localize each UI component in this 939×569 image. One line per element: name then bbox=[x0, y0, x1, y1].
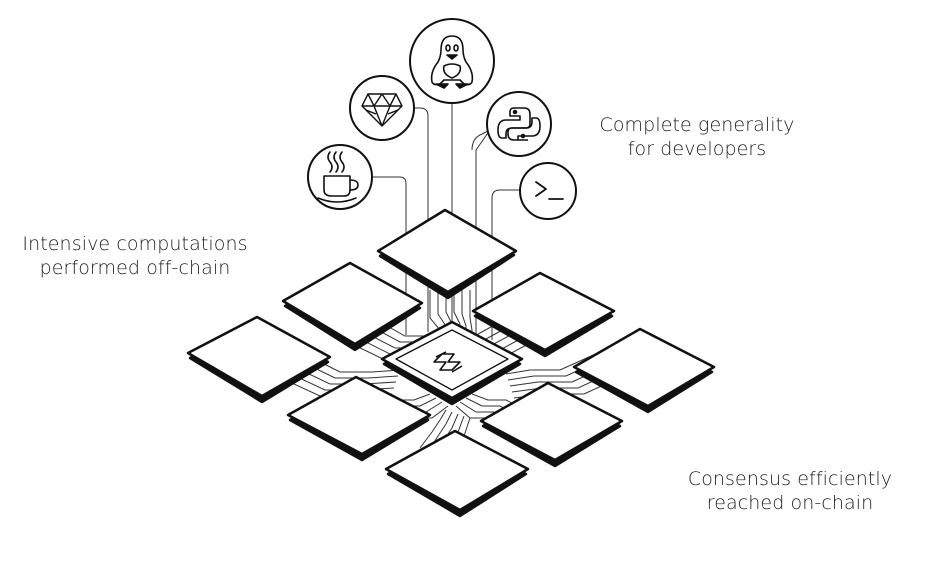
caption-line: Complete generality bbox=[599, 114, 795, 136]
tile-lower-right bbox=[479, 381, 624, 468]
caption-line: Consensus efficiently bbox=[687, 468, 893, 490]
tile-top bbox=[376, 208, 518, 300]
caption-line: performed off-chain bbox=[39, 257, 231, 279]
caption-onchain-consensus: Consensus efficiently reached on-chain bbox=[672, 467, 908, 515]
ruby-gem-icon bbox=[361, 93, 403, 127]
caption-offchain-computation: Intensive computations performed off-cha… bbox=[4, 232, 266, 280]
java-coffee-icon bbox=[317, 151, 359, 203]
tile-right bbox=[572, 327, 716, 414]
tile-upper-left bbox=[281, 261, 424, 352]
caption-line: for developers bbox=[627, 138, 767, 160]
center-chip bbox=[380, 320, 524, 406]
tile-upper-right bbox=[471, 271, 616, 358]
tiles bbox=[186, 208, 716, 518]
terminal-icon bbox=[535, 181, 564, 200]
caption-line: Intensive computations bbox=[22, 233, 248, 255]
tile-bottom bbox=[384, 429, 530, 518]
tile-lower-left bbox=[286, 375, 432, 462]
icon-circles bbox=[307, 18, 577, 220]
linux-penguin-icon bbox=[430, 35, 474, 89]
cartesi-logo-icon bbox=[433, 351, 463, 373]
tile-left bbox=[186, 315, 332, 404]
python-icon bbox=[497, 107, 541, 141]
caption-line: reached on-chain bbox=[706, 492, 874, 514]
caption-developer-generality: Complete generality for developers bbox=[592, 113, 802, 161]
